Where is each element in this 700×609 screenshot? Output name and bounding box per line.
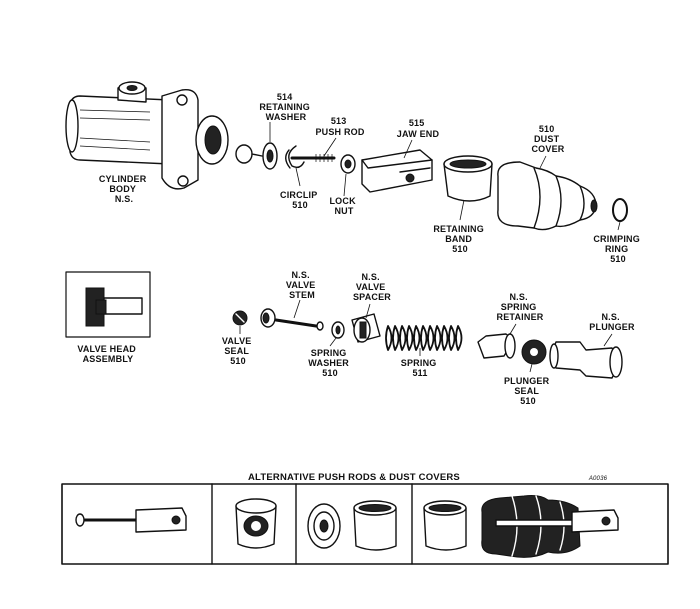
label-retaining-washer: 514 RETAINING WASHER (259, 92, 312, 122)
dust-cover-drawing (497, 161, 598, 231)
alternatives-title: ALTERNATIVE PUSH RODS & DUST COVERS (248, 472, 460, 483)
label-dust-cover: 510 DUST COVER (531, 124, 564, 154)
label-jaw-end: 515 JAW END (397, 118, 440, 139)
retaining-washer-drawing (262, 142, 278, 170)
label-push-rod: 513 PUSH ROD (315, 116, 364, 137)
label-circlip: CIRCLIP 510 (280, 190, 320, 210)
label-spring-retainer: N.S. SPRING RETAINER (497, 292, 544, 322)
lock-nut-drawing (340, 154, 356, 174)
alt-dust-cover-cup-drawing (235, 498, 277, 549)
alt-dust-cover-assembly-drawing (423, 495, 619, 558)
label-cylinder-body: CYLINDER BODY N.S. (99, 174, 149, 204)
spring-drawing (385, 325, 463, 351)
plunger-drawing (549, 341, 623, 379)
valve-seal-drawing (232, 310, 248, 326)
alt-band-drawing (353, 500, 397, 551)
valve-stem-drawing (260, 308, 324, 331)
label-plunger-seal: PLUNGER SEAL 510 (504, 376, 552, 406)
alternatives-panel (61, 483, 669, 565)
label-lock-nut: LOCK NUT (329, 196, 358, 216)
label-valve-seal: VALVE SEAL 510 (222, 336, 254, 366)
push-rod-drawing (290, 154, 336, 162)
alt-push-rod-drawing (75, 507, 187, 533)
retaining-band-drawing (443, 155, 493, 202)
valve-head-assembly-box (65, 271, 151, 338)
label-spring: SPRING 511 (401, 358, 439, 378)
push-rod-ball-drawing (235, 144, 263, 164)
label-spring-washer: SPRING WASHER 510 (308, 348, 351, 378)
circlip-drawing (285, 145, 305, 169)
crimping-ring-drawing (612, 198, 628, 222)
jaw-end-drawing (361, 149, 433, 193)
alt-seal-drawing (307, 503, 341, 549)
label-retaining-band: RETAINING BAND 510 (433, 224, 486, 254)
label-plunger: N.S. PLUNGER (589, 312, 635, 332)
label-valve-stem: N.S. VALVE STEM (286, 270, 318, 300)
labels-layer: CYLINDER BODY N.S. 514 RETAINING WASHER … (77, 92, 642, 483)
plunger-seal-drawing (521, 339, 547, 365)
label-valve-head-assembly: VALVE HEAD ASSEMBLY (77, 344, 138, 364)
cylinder-body-drawing (65, 81, 229, 190)
figure-code: A0036 (588, 476, 608, 482)
label-valve-spacer: N.S. VALVE SPACER (353, 272, 391, 302)
spring-washer-drawing (331, 321, 345, 339)
valve-spacer-drawing (351, 313, 381, 343)
leader-lines (239, 122, 621, 373)
label-crimping-ring: CRIMPING RING 510 (593, 234, 642, 264)
spring-retainer-drawing (477, 333, 516, 359)
